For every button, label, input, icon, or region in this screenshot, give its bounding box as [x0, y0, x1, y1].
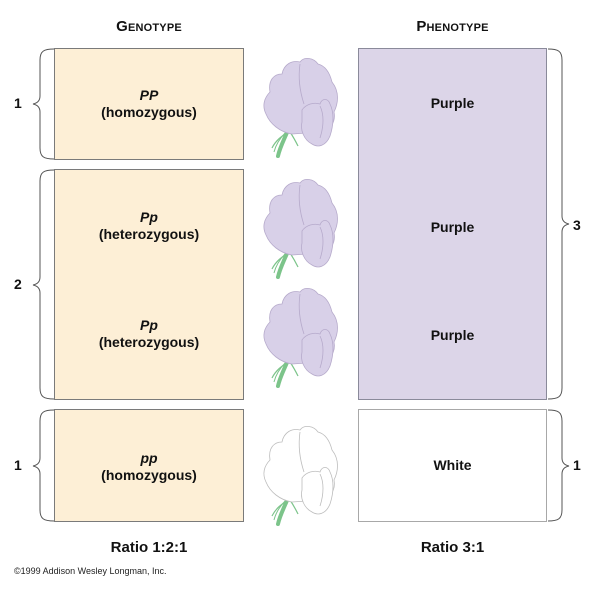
allele-label: PP	[139, 87, 159, 103]
petal-front	[301, 467, 334, 515]
phenotype-count: 1	[573, 457, 581, 473]
genotype-count: 2	[14, 276, 22, 292]
phenotype-label: White	[433, 457, 472, 473]
petal-fold	[319, 335, 324, 369]
petal-front	[301, 220, 334, 268]
brace-right-1	[547, 48, 570, 400]
zygosity-label: (heterozygous)	[98, 334, 200, 350]
phenotype-box-white: White	[358, 409, 547, 522]
purple-flower-icon	[263, 288, 338, 388]
phenotype-label: Purple	[430, 219, 475, 235]
petal-crease	[298, 184, 305, 226]
brace-left-1	[32, 48, 55, 160]
petal-front	[301, 329, 334, 377]
genotype-box-pp: pp (homozygous)	[54, 409, 244, 522]
brace-right-2	[547, 409, 570, 522]
zygosity-label: (homozygous)	[101, 104, 197, 120]
genotype-box-PP: PP (homozygous)	[54, 48, 244, 160]
phenotype-ratio: Ratio 3:1	[420, 539, 485, 556]
zygosity-label: (heterozygous)	[98, 226, 200, 242]
genotype-heading: Genotype	[116, 18, 182, 35]
brace-left-2	[32, 169, 55, 400]
allele-label: Pp	[140, 209, 158, 225]
white-flower-icon	[263, 426, 338, 526]
purple-flower-icon	[263, 179, 338, 279]
copyright-text: ©1999 Addison Wesley Longman, Inc.	[14, 566, 167, 576]
petal-crease	[298, 431, 305, 473]
brace-left-3	[32, 409, 55, 522]
genotype-count: 1	[14, 95, 22, 111]
phenotype-box-purple: Purple Purple Purple	[358, 48, 547, 400]
phenotype-label: Purple	[430, 95, 475, 111]
phenotype-heading: Phenotype	[416, 18, 489, 35]
purple-flower-icon	[263, 58, 338, 158]
phenotype-label: Purple	[430, 327, 475, 343]
zygosity-label: (homozygous)	[101, 467, 197, 483]
genotype-box-Pp: Pp (heterozygous) Pp (heterozygous)	[54, 169, 244, 400]
petal-crease	[298, 63, 305, 105]
petal-fold	[319, 105, 324, 139]
petal-fold	[319, 226, 324, 260]
petal-fold	[319, 473, 324, 507]
petal-front	[301, 99, 334, 147]
phenotype-count: 3	[573, 217, 581, 233]
allele-label: pp	[140, 450, 158, 466]
genotype-count: 1	[14, 457, 22, 473]
genotype-ratio: Ratio 1:2:1	[110, 539, 188, 556]
petal-crease	[298, 293, 305, 335]
allele-label: Pp	[140, 317, 158, 333]
